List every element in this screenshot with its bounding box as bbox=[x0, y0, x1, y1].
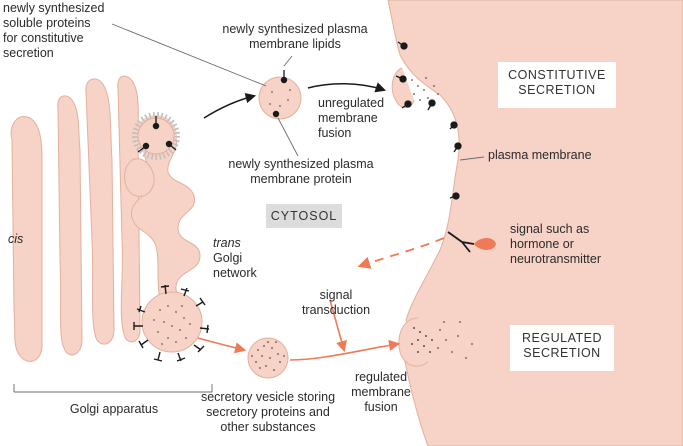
label-unregulated-fusion: unregulated membrane fusion bbox=[318, 96, 385, 140]
arrow-transduction bbox=[329, 299, 347, 353]
golgi-cisterna-4 bbox=[117, 75, 141, 343]
label-signal: signal such as hormone or neurotransmitt… bbox=[510, 222, 602, 266]
label-golgi-network: Golgi network bbox=[213, 251, 257, 280]
label-cis: cis bbox=[8, 232, 24, 246]
cytosol-label: CYTOSOL bbox=[266, 204, 342, 228]
constitutive-vesicle bbox=[258, 70, 302, 120]
constitutive-secreted-dots bbox=[411, 77, 439, 101]
label-soluble-proteins: newly synthesized soluble proteins for c… bbox=[3, 1, 105, 60]
signal-receptor bbox=[447, 231, 496, 253]
trans-golgi-network bbox=[131, 128, 201, 321]
arrow-secretory-vesicle-to-membrane bbox=[289, 339, 401, 361]
arrow-signal-dashed bbox=[357, 237, 445, 269]
arrow-vesicle-to-membrane bbox=[307, 82, 386, 93]
regulated-fusion-bulge bbox=[398, 317, 429, 367]
golgi-budding-blob bbox=[124, 158, 155, 197]
golgi-cisternae bbox=[10, 75, 201, 362]
golgi-cisterna-2 bbox=[57, 95, 83, 356]
constitutive-secretion-box: CONSTITUTIVE SECRETION bbox=[498, 62, 616, 108]
coated-bud bbox=[132, 112, 180, 160]
regulated-secreted-dots bbox=[411, 321, 473, 359]
label-plasma-membrane: plasma membrane bbox=[488, 148, 592, 162]
label-secretory-vesicle: secretory vesicle storing secretory prot… bbox=[200, 390, 336, 434]
label-regulated-fusion: regulated membrane fusion bbox=[351, 370, 411, 414]
label-golgi-apparatus: Golgi apparatus bbox=[69, 402, 159, 416]
plasma-membrane-proteins bbox=[395, 41, 462, 200]
regulated-secretion-box: REGULATED SECRETION bbox=[510, 325, 614, 371]
golgi-cisterna-3 bbox=[85, 78, 115, 345]
label-signal-transduction: signal transduction bbox=[301, 288, 371, 317]
secretory-vesicle bbox=[247, 337, 289, 379]
pointer-lines bbox=[13, 23, 485, 393]
golgi-cisterna-cis bbox=[10, 116, 43, 362]
regulated-bud bbox=[133, 284, 210, 362]
label-trans: trans bbox=[213, 236, 241, 250]
label-plasma-protein: newly synthesized plasma membrane protei… bbox=[228, 157, 374, 186]
arrow-bud-to-secretory-vesicle bbox=[197, 337, 247, 354]
constitutive-fusion-bulge bbox=[391, 67, 415, 108]
label-plasma-lipids: newly synthesized plasma membrane lipids bbox=[222, 22, 368, 51]
arrow-tgn-to-vesicle bbox=[203, 92, 257, 119]
